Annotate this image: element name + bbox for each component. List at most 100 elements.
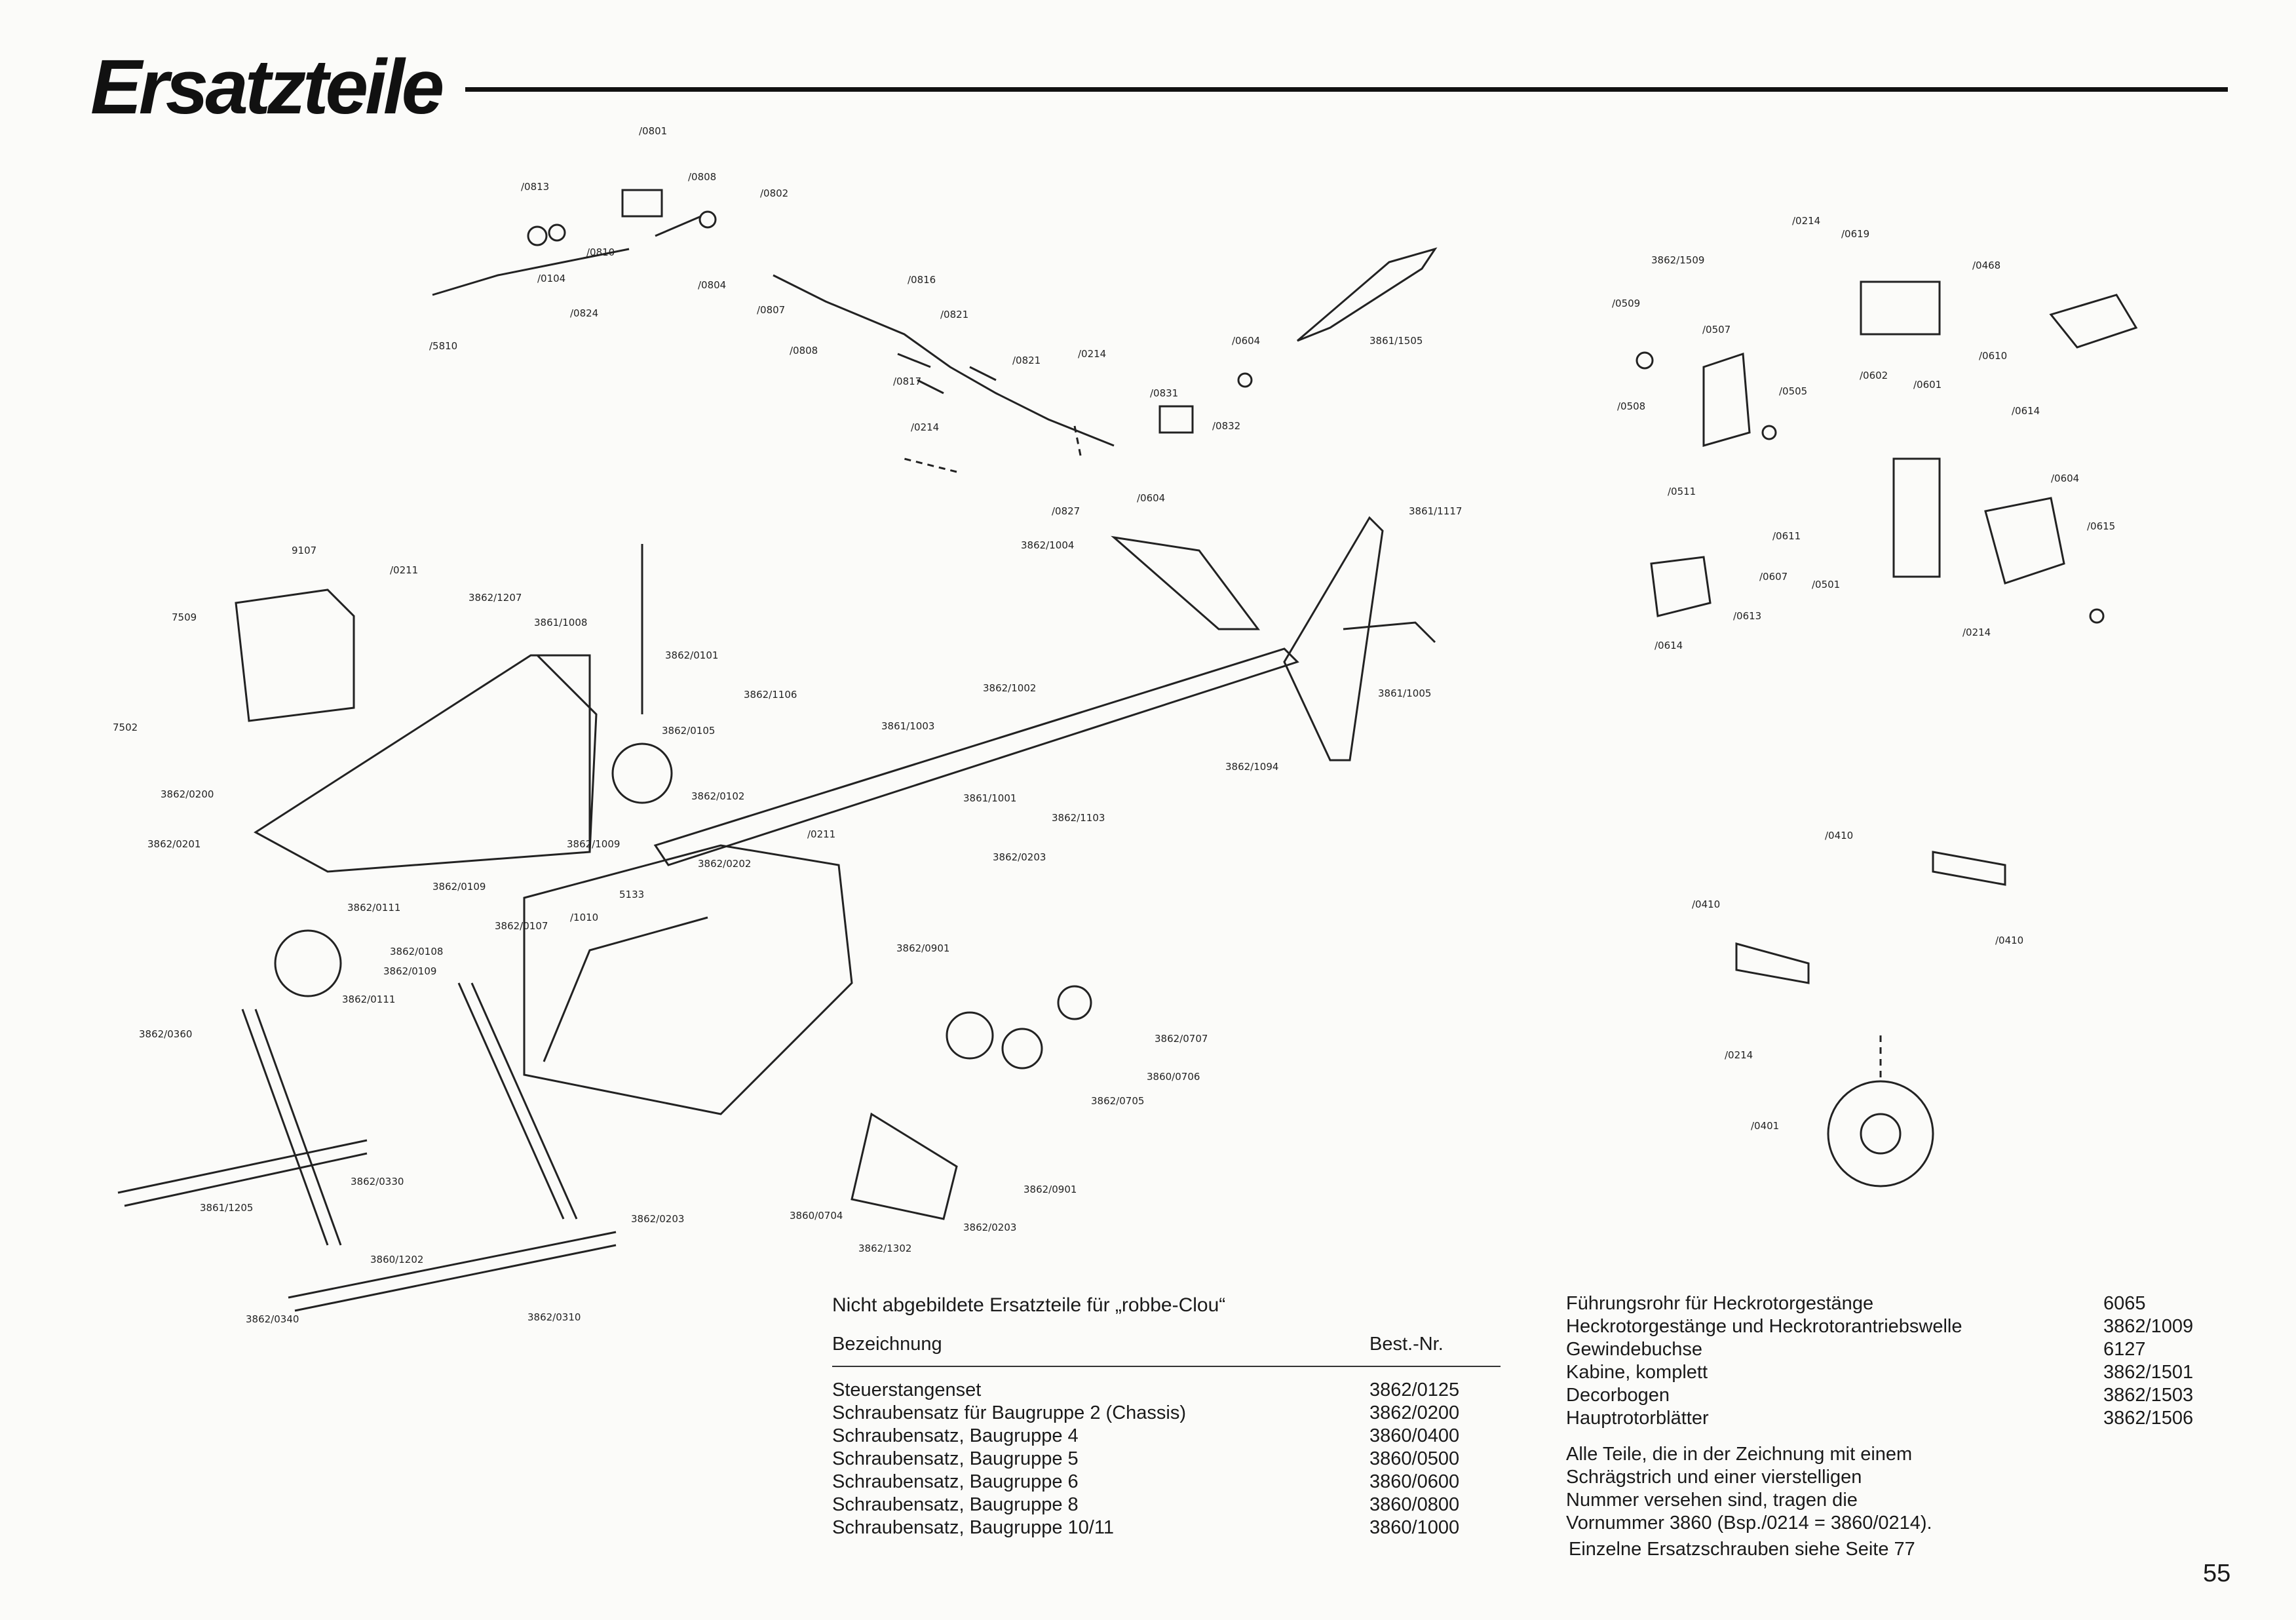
part-label: /0821 [940, 309, 968, 320]
table-row: Decorbogen 3862/1503 [1566, 1384, 2234, 1407]
part-number: 3862/1506 [2103, 1408, 2194, 1429]
part-label: /0604 [2051, 473, 2079, 484]
part-label: 3862/0901 [896, 942, 949, 954]
part-label: 3862/1106 [744, 689, 797, 701]
part-number: 3860/0600 [1369, 1471, 1460, 1492]
column-header-name: Bezeichnung [832, 1334, 942, 1355]
part-label: 3862/1509 [1651, 254, 1704, 266]
part-label: /0507 [1702, 324, 1731, 336]
part-label: 3861/1005 [1378, 687, 1431, 699]
part-label: 7509 [172, 611, 197, 623]
part-label: 3861/1205 [200, 1202, 253, 1214]
part-number: 3862/1009 [2103, 1316, 2194, 1337]
part-name: Heckrotorgestänge und Heckrotorantriebsw… [1566, 1316, 1962, 1337]
part-label: 3862/0107 [495, 920, 548, 932]
part-label: /0804 [698, 279, 726, 291]
part-name: Steuerstangenset [832, 1379, 982, 1400]
part-label: 3862/1103 [1052, 812, 1105, 824]
part-label: /0214 [1962, 627, 1991, 638]
part-label: 3862/0203 [993, 851, 1046, 863]
part-label: /0619 [1841, 228, 1869, 240]
part-label: 3862/1207 [469, 592, 522, 604]
part-number: 3862/1503 [2103, 1385, 2194, 1406]
part-label: /0816 [908, 274, 936, 286]
prefix-note: Alle Teile, die in der Zeichnung mit ein… [1566, 1444, 1932, 1533]
part-label: 3861/1117 [1409, 505, 1462, 517]
screws-reference-note: Einzelne Ersatzschrauben siehe Seite 77 [1569, 1539, 1915, 1560]
table-row: Schraubensatz, Baugruppe 6 3860/0600 [832, 1471, 1501, 1494]
part-label: /0607 [1759, 571, 1788, 583]
part-label: 3862/0340 [246, 1313, 299, 1325]
part-label: /0211 [390, 564, 418, 576]
part-label: /0615 [2087, 520, 2115, 532]
part-label: 3860/0706 [1147, 1071, 1200, 1083]
part-label: 3862/0101 [665, 649, 718, 661]
part-label: 3862/0105 [662, 725, 715, 737]
part-label: /0410 [1825, 830, 1853, 841]
part-number: 3862/0200 [1369, 1402, 1460, 1423]
part-number: 3860/0400 [1369, 1425, 1460, 1446]
part-label: 3862/1002 [983, 682, 1036, 694]
table-row: Heckrotorgestänge und Heckrotorantriebsw… [1566, 1315, 2234, 1338]
part-label: 3860/0704 [790, 1210, 843, 1222]
part-label: /0813 [521, 181, 549, 193]
part-label: 3862/0705 [1091, 1095, 1144, 1107]
part-number: 3862/0125 [1369, 1379, 1460, 1400]
part-label: /0821 [1012, 355, 1041, 366]
part-label: /0410 [1995, 935, 2023, 946]
table-heading: Nicht abgebildete Ersatzteile für „robbe… [832, 1294, 1226, 1316]
column-header-order-number: Best.-Nr. [1369, 1334, 1444, 1355]
part-label: 3862/0901 [1024, 1184, 1077, 1195]
table-header-row: Bezeichnung Best.-Nr. [832, 1334, 1501, 1367]
part-label: /0214 [1725, 1049, 1753, 1061]
part-label: 3862/0707 [1155, 1033, 1208, 1045]
part-name: Schraubensatz, Baugruppe 6 [832, 1471, 1079, 1492]
part-label: 7502 [113, 722, 138, 733]
part-label: 3862/0310 [527, 1311, 581, 1323]
part-label: /0468 [1972, 260, 2000, 271]
table-row: Gewindebuchse 6127 [1566, 1338, 2234, 1361]
part-name: Führungsrohr für Heckrotorgestänge [1566, 1293, 1874, 1314]
part-label: 3862/1302 [858, 1243, 911, 1254]
part-label: /0214 [911, 421, 939, 433]
part-label: 5133 [619, 889, 644, 900]
part-label: 3861/1001 [963, 792, 1016, 804]
table-row: Schraubensatz, Baugruppe 4 3860/0400 [832, 1425, 1501, 1448]
part-name: Schraubensatz für Baugruppe 2 (Chassis) [832, 1402, 1187, 1423]
part-label: /5810 [429, 340, 457, 352]
part-name: Schraubensatz, Baugruppe 8 [832, 1494, 1079, 1515]
part-number: 3860/0500 [1369, 1448, 1460, 1469]
part-label: 3862/0360 [139, 1028, 192, 1040]
part-label: /0831 [1150, 387, 1178, 399]
part-name: Schraubensatz, Baugruppe 4 [832, 1425, 1079, 1446]
part-label: 3861/1505 [1369, 335, 1423, 347]
part-label: 3862/0109 [383, 965, 436, 977]
part-label: /0614 [2012, 405, 2040, 417]
part-label: /0832 [1212, 420, 1240, 432]
part-label: /0824 [570, 307, 598, 319]
part-label: /0604 [1137, 492, 1165, 504]
part-label: 3862/0330 [351, 1176, 404, 1187]
part-label: 3860/1202 [370, 1254, 423, 1265]
part-name: Decorbogen [1566, 1385, 1670, 1406]
part-label: /0401 [1751, 1120, 1779, 1132]
part-label: /0614 [1655, 640, 1683, 651]
part-label: /0610 [1979, 350, 2007, 362]
part-label: /0214 [1792, 215, 1820, 227]
part-name: Gewindebuchse [1566, 1339, 1702, 1360]
part-label: /0604 [1232, 335, 1260, 347]
part-label: /0810 [586, 246, 615, 258]
part-name: Kabine, komplett [1566, 1362, 1708, 1383]
part-label: /0211 [807, 828, 835, 840]
part-label: 3862/0111 [342, 993, 395, 1005]
part-label: /0104 [537, 273, 565, 284]
part-number: 6127 [2103, 1339, 2146, 1360]
part-label: 3862/1094 [1225, 761, 1278, 773]
part-label: /0509 [1612, 298, 1640, 309]
part-label: /0808 [688, 171, 716, 183]
